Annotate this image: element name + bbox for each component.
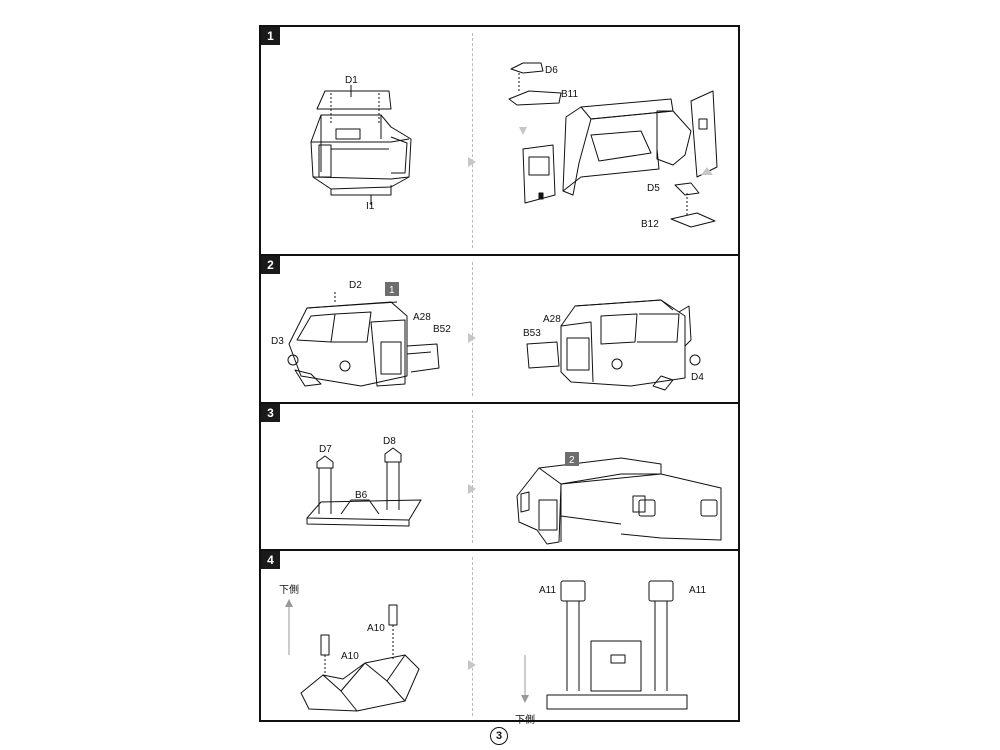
step-number-badge: 2 — [261, 256, 280, 274]
step-2-panel: 2 D2 D2 1 A28 B52 D3 — [261, 254, 738, 402]
step-4-illustration: 下側 A10 A10 B5 — [279, 580, 706, 724]
floor-plate-drawing — [306, 447, 422, 527]
part-label-d6: D6 — [545, 65, 558, 76]
seat-base-drawing — [300, 604, 420, 712]
part-label-a11-right: A11 — [689, 585, 706, 596]
seats-installed-drawing — [546, 580, 688, 710]
part-label-a10-bottom: A10 — [341, 651, 359, 662]
panel-divider — [472, 557, 473, 716]
instruction-sheet: 1 D1 I1 — [259, 25, 740, 724]
part-label-d7: D7 — [319, 444, 332, 455]
next-arrow-icon — [468, 484, 476, 494]
part-label-d2-text: D2 — [349, 280, 362, 291]
panel-divider — [472, 262, 473, 396]
step-4-panel: 4 下側 A10 A10 B5 — [261, 549, 738, 724]
cab-right-view-drawing — [526, 299, 701, 391]
underside-label-left: 下側 — [279, 583, 299, 596]
part-label-b52: B52 — [433, 324, 451, 335]
reference-box — [565, 452, 579, 466]
panel-divider — [472, 33, 473, 248]
step-number-badge: 3 — [261, 404, 280, 422]
panel-divider — [472, 410, 473, 543]
step-2-illustration: D2 D2 1 A28 B52 D3 A28 B53 D4 — [271, 280, 704, 391]
underside-arrow-up-icon — [285, 599, 293, 655]
part-label-d8: D8 — [383, 436, 396, 447]
part-label-d1: D1 — [345, 75, 358, 86]
cab-with-floor-drawing — [516, 457, 722, 545]
reference-step-number: 2 — [569, 455, 575, 466]
reference-step-number: 1 — [389, 285, 395, 296]
step-1-illustration: D1 I1 — [310, 62, 718, 230]
part-label-a28-right: A28 — [543, 314, 561, 325]
cab-left-view-drawing — [287, 290, 440, 387]
part-label-a10-top: A10 — [367, 623, 385, 634]
cab-frame-drawing — [310, 90, 412, 196]
underside-label-right: 下側 — [515, 713, 535, 724]
step-number-badge: 4 — [261, 551, 280, 569]
part-label-b53: B53 — [523, 328, 541, 339]
part-label-d5: D5 — [647, 183, 660, 194]
part-label-d4: D4 — [691, 372, 704, 383]
cab-body-drawing — [508, 62, 718, 228]
part-label-b6: B6 — [355, 490, 368, 501]
next-arrow-icon — [468, 157, 476, 167]
next-arrow-icon — [468, 660, 476, 670]
page-number: 3 — [490, 727, 508, 745]
next-arrow-icon — [468, 333, 476, 343]
step-number-badge: 1 — [261, 27, 280, 45]
step-1-panel: 1 D1 I1 — [261, 27, 738, 254]
part-label-d3: D3 — [271, 336, 284, 347]
reference-box — [385, 282, 399, 296]
part-label-b12: B12 — [641, 219, 659, 230]
part-label-a28: A28 — [413, 312, 431, 323]
part-label-b11: B11 — [561, 89, 578, 100]
step-3-panel: 3 D7 D8 B6 — [261, 402, 738, 549]
underside-arrow-down-icon — [521, 655, 529, 703]
part-label-a11-left: A11 — [539, 585, 556, 596]
part-label-i1: I1 — [366, 201, 375, 212]
step-3-illustration: D7 D8 B6 2 — [306, 436, 722, 545]
